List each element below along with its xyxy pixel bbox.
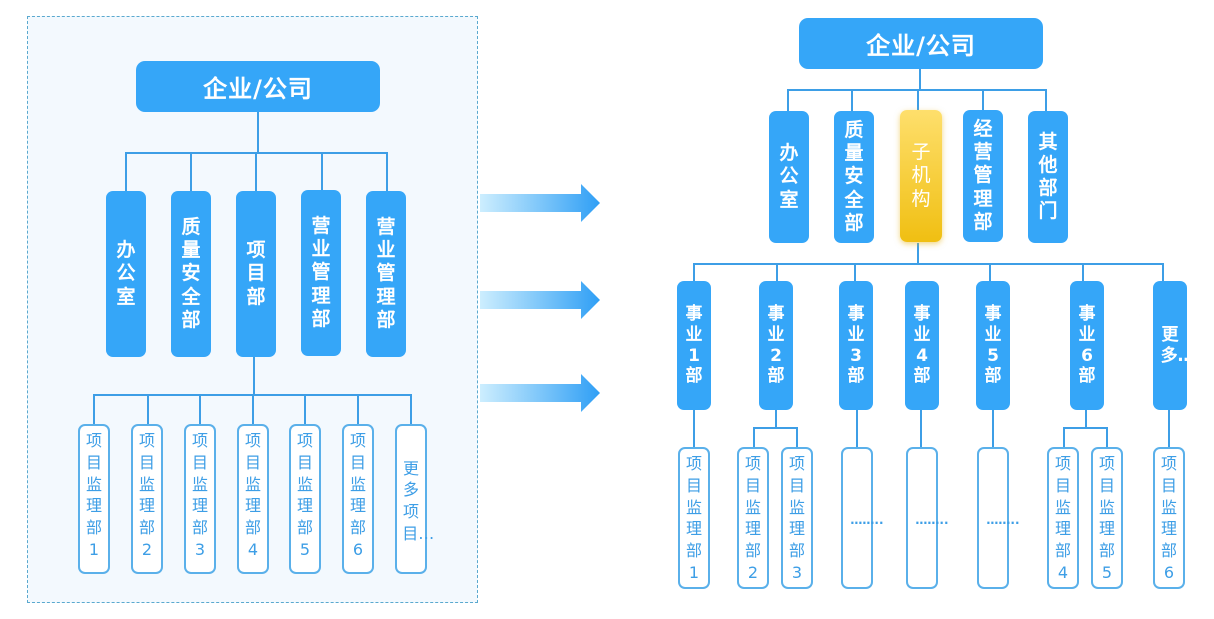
connector [982, 89, 984, 111]
connector [856, 410, 858, 447]
connector [775, 410, 777, 428]
connector [1063, 427, 1108, 429]
business-unit-node: 事业2部 [759, 281, 793, 410]
connector [917, 89, 919, 111]
connector [693, 263, 695, 281]
connector [1168, 410, 1170, 447]
right-dept-node: 质量安全部 [834, 111, 874, 243]
business-unit-node: 事业5部 [976, 281, 1010, 410]
more-business-units-node: 更多… [1153, 281, 1195, 410]
connector [147, 394, 149, 424]
connector [851, 89, 853, 111]
connector [357, 394, 359, 424]
business-unit-node: 事业3部 [839, 281, 873, 410]
left-project-node: 项目监理部6 [342, 424, 374, 574]
connector [919, 69, 921, 90]
business-unit-node: 事业4部 [905, 281, 939, 410]
right-project-node: 项目监理部4 [1047, 447, 1079, 589]
right-root-label: 企业/公司 [866, 32, 976, 60]
connector [257, 112, 259, 153]
left-dept-node: 营业管理部 [366, 191, 406, 357]
connector [1106, 427, 1108, 447]
arrow-right-icon [480, 374, 600, 412]
connector [796, 427, 798, 447]
connector [1045, 89, 1047, 111]
connector [1082, 263, 1084, 281]
connector [386, 152, 388, 191]
connector [753, 427, 798, 429]
connector [253, 357, 255, 396]
left-root-label: 企业/公司 [203, 75, 313, 103]
connector [93, 394, 95, 424]
connector [1085, 410, 1087, 428]
connector [917, 243, 919, 264]
right-dept-node: 其他部门 [1028, 111, 1068, 243]
right-project-node: 项目监理部6 [1153, 447, 1185, 589]
transform-arrow [480, 374, 600, 412]
left-project-node: 项目监理部4 [237, 424, 269, 574]
left-project-node: 项目监理部1 [78, 424, 110, 574]
connector [252, 394, 254, 424]
connector [125, 152, 127, 191]
connector [1162, 263, 1164, 281]
sub-organization-node-highlighted: 子机构 [900, 110, 942, 242]
connector [989, 263, 991, 281]
right-placeholder-node: …….. [841, 447, 884, 589]
connector [693, 410, 695, 447]
connector [992, 410, 994, 447]
connector [1063, 427, 1065, 447]
transform-arrow [480, 184, 600, 222]
connector [321, 152, 323, 191]
left-dept-node: 质量安全部 [171, 191, 211, 357]
connector [920, 410, 922, 447]
connector [693, 263, 1164, 265]
connector [753, 427, 755, 447]
left-project-node: 项目监理部5 [289, 424, 321, 574]
business-unit-node: 事业6部 [1070, 281, 1104, 410]
connector [304, 394, 306, 424]
left-dept-node: 项目部 [236, 191, 276, 357]
left-dept-node: 营业管理部 [301, 190, 341, 356]
connector [255, 152, 257, 191]
arrow-right-icon [480, 184, 600, 222]
right-project-node: 项目监理部3 [781, 447, 813, 589]
business-unit-node: 事业1部 [677, 281, 711, 410]
left-dept-node: 办公室 [106, 191, 146, 357]
right-placeholder-node: …….. [906, 447, 949, 589]
right-root-node: 企业/公司 [799, 18, 1043, 69]
connector [787, 89, 789, 111]
connector [776, 263, 778, 281]
connector [854, 263, 856, 281]
transform-arrow [480, 281, 600, 319]
arrow-right-icon [480, 281, 600, 319]
right-placeholder-node: …….. [977, 447, 1020, 589]
connector [190, 152, 192, 191]
right-project-node: 项目监理部5 [1091, 447, 1123, 589]
connector [410, 394, 412, 424]
right-project-node: 项目监理部2 [737, 447, 769, 589]
right-project-node: 项目监理部1 [678, 447, 710, 589]
left-project-node: 项目监理部2 [131, 424, 163, 574]
left-root-node: 企业/公司 [136, 61, 380, 112]
left-project-node: 项目监理部3 [184, 424, 216, 574]
left-more-projects-node: 更多项目… [395, 424, 434, 574]
right-dept-node: 经营管理部 [963, 110, 1003, 242]
connector [199, 394, 201, 424]
right-dept-node: 办公室 [769, 111, 809, 243]
